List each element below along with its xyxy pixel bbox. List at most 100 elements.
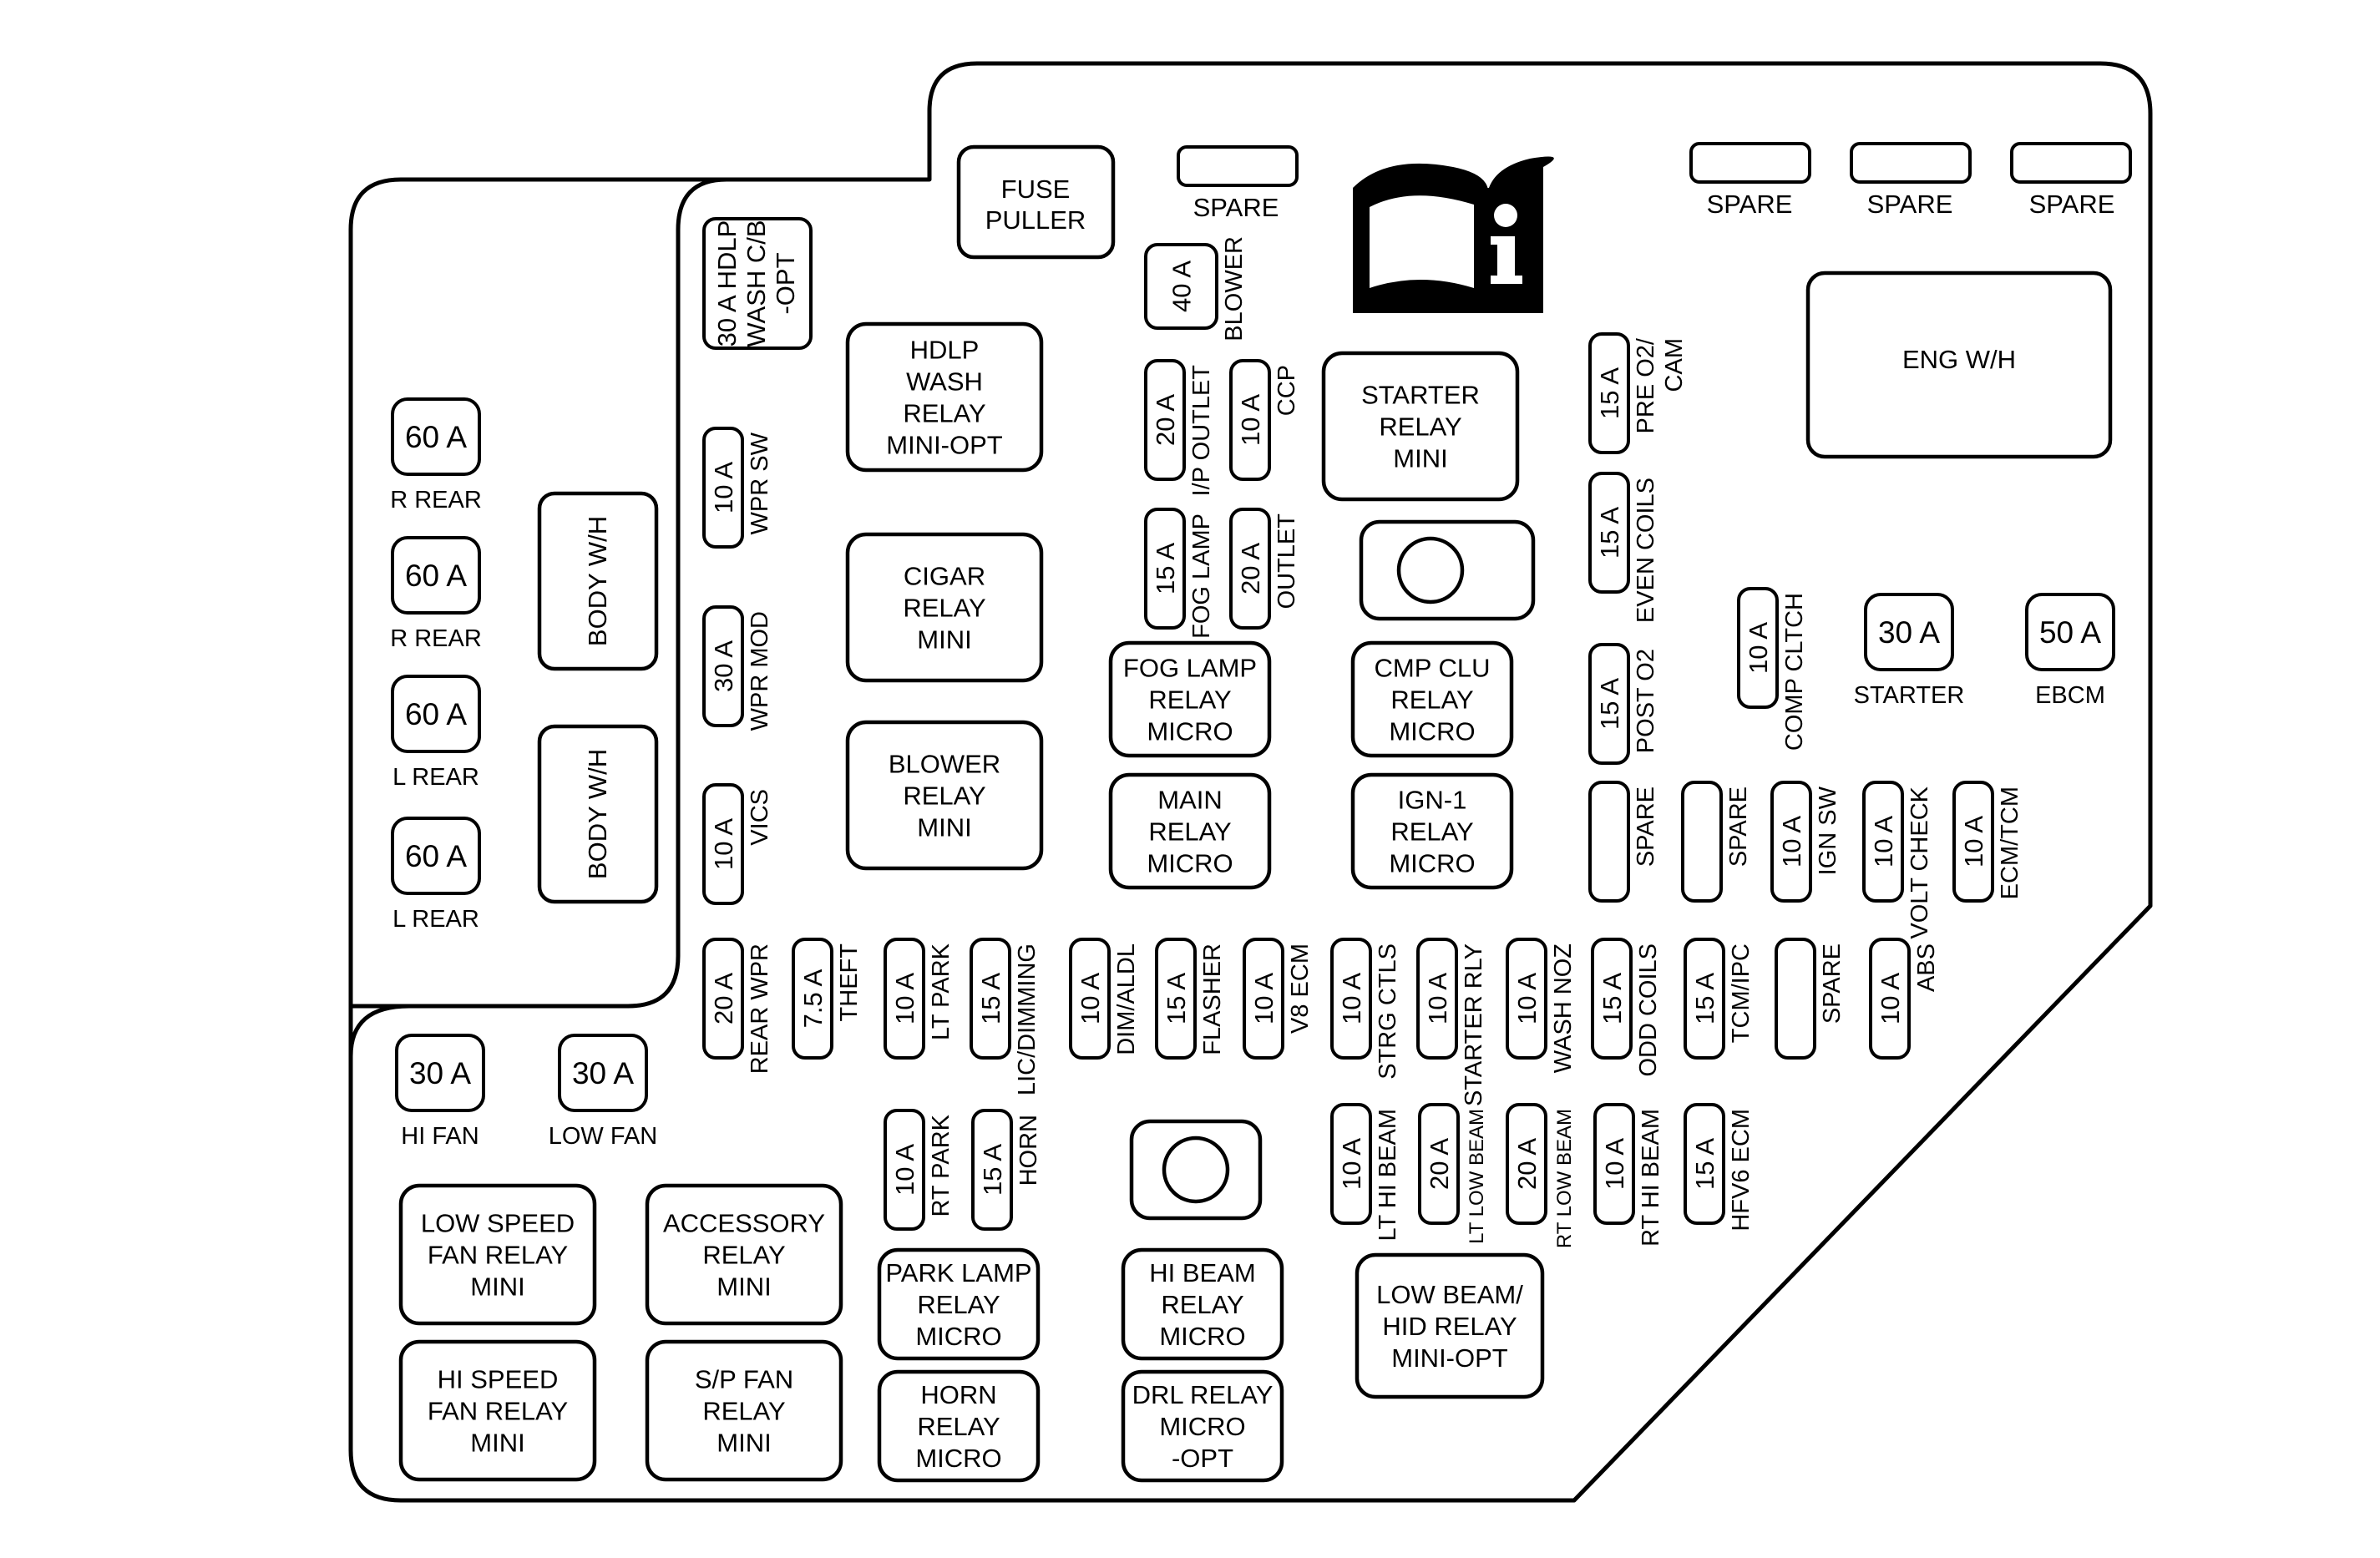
fuse-horn: 15 A HORN bbox=[971, 1109, 1042, 1231]
relay-label: RELAY bbox=[702, 1241, 785, 1270]
relay-label: RELAY bbox=[917, 1412, 1000, 1441]
fuse-label: STARTER bbox=[1854, 682, 1965, 709]
relay-label: RELAY bbox=[1161, 1290, 1243, 1319]
relay-label: MICRO bbox=[1389, 849, 1475, 878]
fuse-rating: 10 A bbox=[1959, 816, 1988, 868]
fuse-rating: 30 A bbox=[709, 640, 738, 692]
fuse-ign-sw: 10 A IGN SW bbox=[1770, 781, 1841, 903]
fuse-label: PRE O2/ bbox=[1633, 337, 1659, 433]
eng-wh-label: ENG W/H bbox=[1902, 345, 2016, 374]
fuse-puller: FUSE PULLER bbox=[956, 144, 1116, 260]
fuse-rating: 20 A bbox=[1425, 1138, 1454, 1190]
fuse-label: L REAR bbox=[392, 906, 479, 933]
relay-label: RELAY bbox=[1148, 817, 1231, 847]
fuse-label: STARTER RLY bbox=[1461, 943, 1487, 1106]
fuse-label: WASH NOZ bbox=[1550, 943, 1577, 1073]
relay-label: MICRO bbox=[1147, 849, 1233, 878]
relay-label: MICRO bbox=[1159, 1412, 1245, 1441]
fuse-rating: 15 A bbox=[1598, 973, 1627, 1024]
fuse-rating: 10 A bbox=[1600, 1138, 1629, 1190]
spare-slot: SPARE bbox=[1689, 142, 1811, 219]
fuse-label: BLOWER bbox=[1221, 236, 1248, 341]
fuse-label: RT HI BEAM bbox=[1638, 1109, 1664, 1247]
fuse-rating: 30 A bbox=[1878, 615, 1940, 650]
fuse-rating: 15 A bbox=[1151, 543, 1180, 594]
fuse-label: CCP bbox=[1274, 365, 1300, 416]
fuse-label: DIM/ALDL bbox=[1113, 943, 1140, 1055]
fuse-rating: 10 A bbox=[1869, 816, 1898, 868]
fuse-rating: 60 A bbox=[405, 839, 467, 873]
relay-label: ACCESSORY bbox=[663, 1209, 825, 1238]
fuse-label: POST O2 bbox=[1633, 649, 1659, 753]
fuse-label: COMP CLTCH bbox=[1781, 593, 1808, 751]
relay-label: MICRO bbox=[915, 1322, 1001, 1351]
fuse-rating: 10 A bbox=[1337, 973, 1366, 1024]
fuse-rating: 60 A bbox=[405, 420, 467, 454]
relay-label: RELAY bbox=[917, 1290, 1000, 1319]
fuse-hi-fan: 30 AHI FAN bbox=[395, 1034, 485, 1150]
fuse-rating: 10 A bbox=[1076, 973, 1105, 1024]
relay-label: BLOWER bbox=[889, 750, 1000, 779]
relay-label: MINI bbox=[470, 1272, 524, 1302]
fuse-rating: 10 A bbox=[1777, 816, 1806, 868]
fuse-rating: 40 A bbox=[1167, 261, 1197, 312]
fuse-rating: 10 A bbox=[1423, 973, 1452, 1024]
fuse-label: LT HI BEAM bbox=[1375, 1109, 1401, 1241]
fuse-l-rear: 60 A L REAR bbox=[391, 817, 481, 933]
spare-label: SPARE bbox=[2029, 190, 2115, 219]
fuse-label: LT LOW BEAM bbox=[1466, 1109, 1488, 1244]
fuse-label: LOW FAN bbox=[549, 1123, 658, 1150]
fuse-label: STRG CTLS bbox=[1375, 943, 1401, 1080]
fuse-rating: 7.5 A bbox=[798, 969, 828, 1028]
fuse-label: R REAR bbox=[390, 487, 482, 513]
spare-slot: SPARE bbox=[1850, 142, 1972, 219]
fuse-label: IGN SW bbox=[1815, 786, 1841, 875]
fuse-label: SPARE bbox=[1633, 787, 1659, 867]
spare-slot: SPARE bbox=[1177, 145, 1299, 222]
relay-label: MINI bbox=[1393, 444, 1447, 473]
fuse-lt-low-beam: 20 A LT LOW BEAM bbox=[1418, 1103, 1488, 1244]
fuse-r-rear: 60 A R REAR bbox=[390, 397, 482, 513]
spare-label: SPARE bbox=[1707, 190, 1793, 219]
fuse-dim-aldl: 10 A DIM/ALDL bbox=[1069, 938, 1140, 1060]
relay-label: CMP CLU bbox=[1375, 654, 1491, 683]
fuse-label: HORN bbox=[1015, 1115, 1042, 1186]
fuse-rating: 60 A bbox=[405, 697, 467, 731]
body-wiring-harness-connector: BODY W/H bbox=[537, 724, 659, 904]
relay-label: RELAY bbox=[903, 399, 985, 428]
fuse-label: HI FAN bbox=[401, 1123, 479, 1150]
relay-label: MAIN bbox=[1157, 786, 1223, 815]
fuse-label: EBCM bbox=[2035, 682, 2105, 709]
spare-slot: SPARE bbox=[2010, 142, 2132, 219]
fuse-label: WASH C/B bbox=[742, 220, 771, 347]
fuse-label: THEFT bbox=[836, 943, 863, 1022]
fuse-spare: SPARE bbox=[1681, 781, 1752, 903]
fuse-rating: 10 A bbox=[890, 1144, 919, 1196]
relay-label: WASH bbox=[906, 367, 983, 397]
fuse-rating: 15 A bbox=[978, 1144, 1007, 1196]
fuse-label: L REAR bbox=[392, 764, 479, 791]
fuse-label: WPR MOD bbox=[747, 611, 773, 731]
fuse-rating: 15 A bbox=[1690, 973, 1719, 1024]
relay-label: MICRO bbox=[915, 1444, 1001, 1473]
relay-label: MINI bbox=[917, 813, 971, 842]
relay-label: FOG LAMP bbox=[1123, 654, 1257, 683]
fuse-spare: SPARE bbox=[1588, 781, 1659, 903]
body-wh-label: BODY W/H bbox=[583, 749, 612, 879]
relay-label: RELAY bbox=[903, 594, 985, 623]
relay-label: HI BEAM bbox=[1149, 1258, 1255, 1287]
fuse-rating: 20 A bbox=[1236, 543, 1265, 594]
